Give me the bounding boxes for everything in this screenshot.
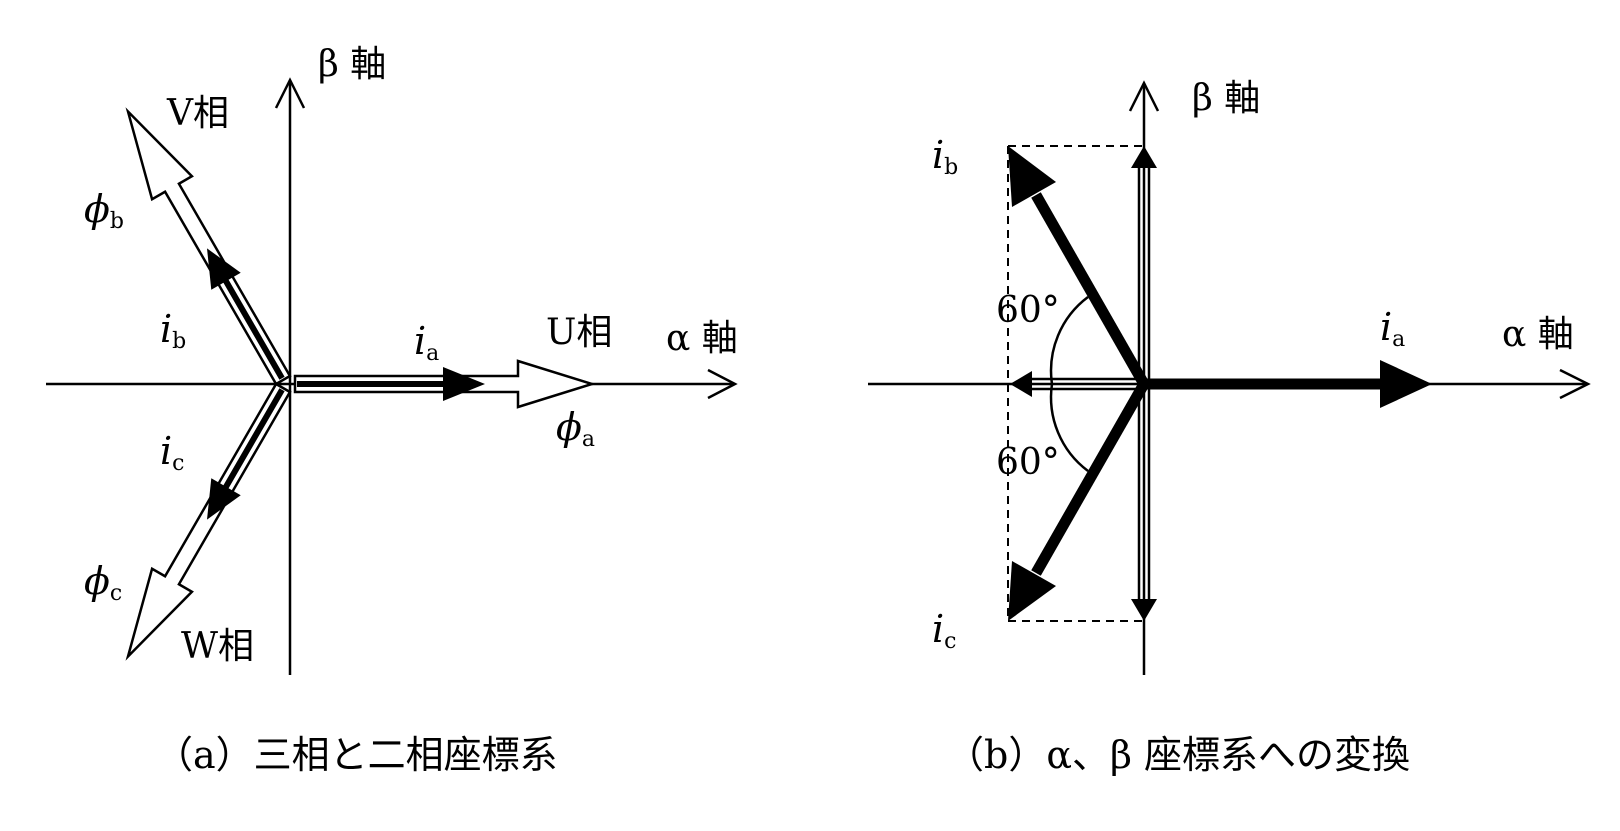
right-i-c-arrowhead: [1008, 561, 1056, 621]
left-i-c-arrowhead: [207, 478, 241, 520]
left-phase-v-label: V相: [166, 93, 229, 134]
left-i-a-label: ia: [414, 319, 439, 366]
left-i-b-shaft: [221, 277, 285, 380]
left-phase-u-label: U相: [546, 312, 612, 353]
left-i-c-label: ic: [160, 429, 184, 476]
left-beta-axis-arrowhead: [274, 77, 306, 109]
left-i-a-shaft: [297, 381, 447, 387]
right-beta-axis-label: β 軸: [1192, 78, 1260, 119]
right-diagram: β 軸 α 軸 60° 60° ia ib ic （b）α、β 座標系への変換: [868, 78, 1591, 777]
right-alpha-left-projection: [1010, 371, 1140, 397]
left-i-b-arrowhead: [207, 248, 241, 290]
right-i-b-arrowhead: [1008, 146, 1056, 207]
left-alpha-axis-arrowhead: [707, 368, 738, 400]
right-i-b-shaft: [1031, 192, 1149, 387]
right-alpha-axis-arrowhead: [1559, 368, 1591, 400]
left-phi-b-arrow: [125, 107, 292, 386]
right-i-c-label: ic: [932, 607, 956, 654]
right-angle-arc-top: [1049, 295, 1089, 385]
right-angle-top-label: 60°: [996, 290, 1060, 331]
left-phi-c-label: ϕc: [84, 559, 122, 606]
left-phi-c-group: [125, 382, 292, 661]
right-alpha-axis-label: α 軸: [1502, 314, 1574, 355]
left-phi-a-label: ϕa: [556, 405, 595, 452]
right-beta-axis-arrowhead: [1128, 80, 1160, 112]
right-angle-bottom-label: 60°: [996, 442, 1060, 483]
right-beta-up-projection: [1131, 146, 1157, 380]
right-i-a-label: ia: [1380, 305, 1405, 352]
right-caption: （b）α、β 座標系への変換: [946, 733, 1410, 777]
right-i-c-shaft: [1031, 381, 1149, 576]
left-i-a-arrowhead: [443, 367, 485, 401]
left-i-c-shaft: [221, 388, 285, 491]
left-i-b-label: ib: [160, 307, 186, 354]
right-beta-down-projection: [1131, 388, 1157, 621]
right-angle-arc-bottom: [1049, 383, 1089, 473]
left-caption: （a）三相と二相座標系: [155, 733, 558, 777]
left-phi-c-arrow: [125, 382, 292, 661]
left-diagram: β 軸 α 軸 U相 V相 W相 ia ib ic ϕa ϕb ϕc （a）三相…: [46, 44, 738, 777]
right-i-a-arrowhead: [1380, 360, 1432, 408]
left-beta-axis-label: β 軸: [318, 44, 386, 85]
left-phase-w-label: W相: [181, 626, 254, 667]
right-i-b-label: ib: [932, 133, 958, 180]
left-phi-b-label: ϕb: [84, 187, 124, 234]
left-alpha-axis-label: α 軸: [666, 318, 738, 359]
left-phi-b-group: [125, 107, 292, 386]
